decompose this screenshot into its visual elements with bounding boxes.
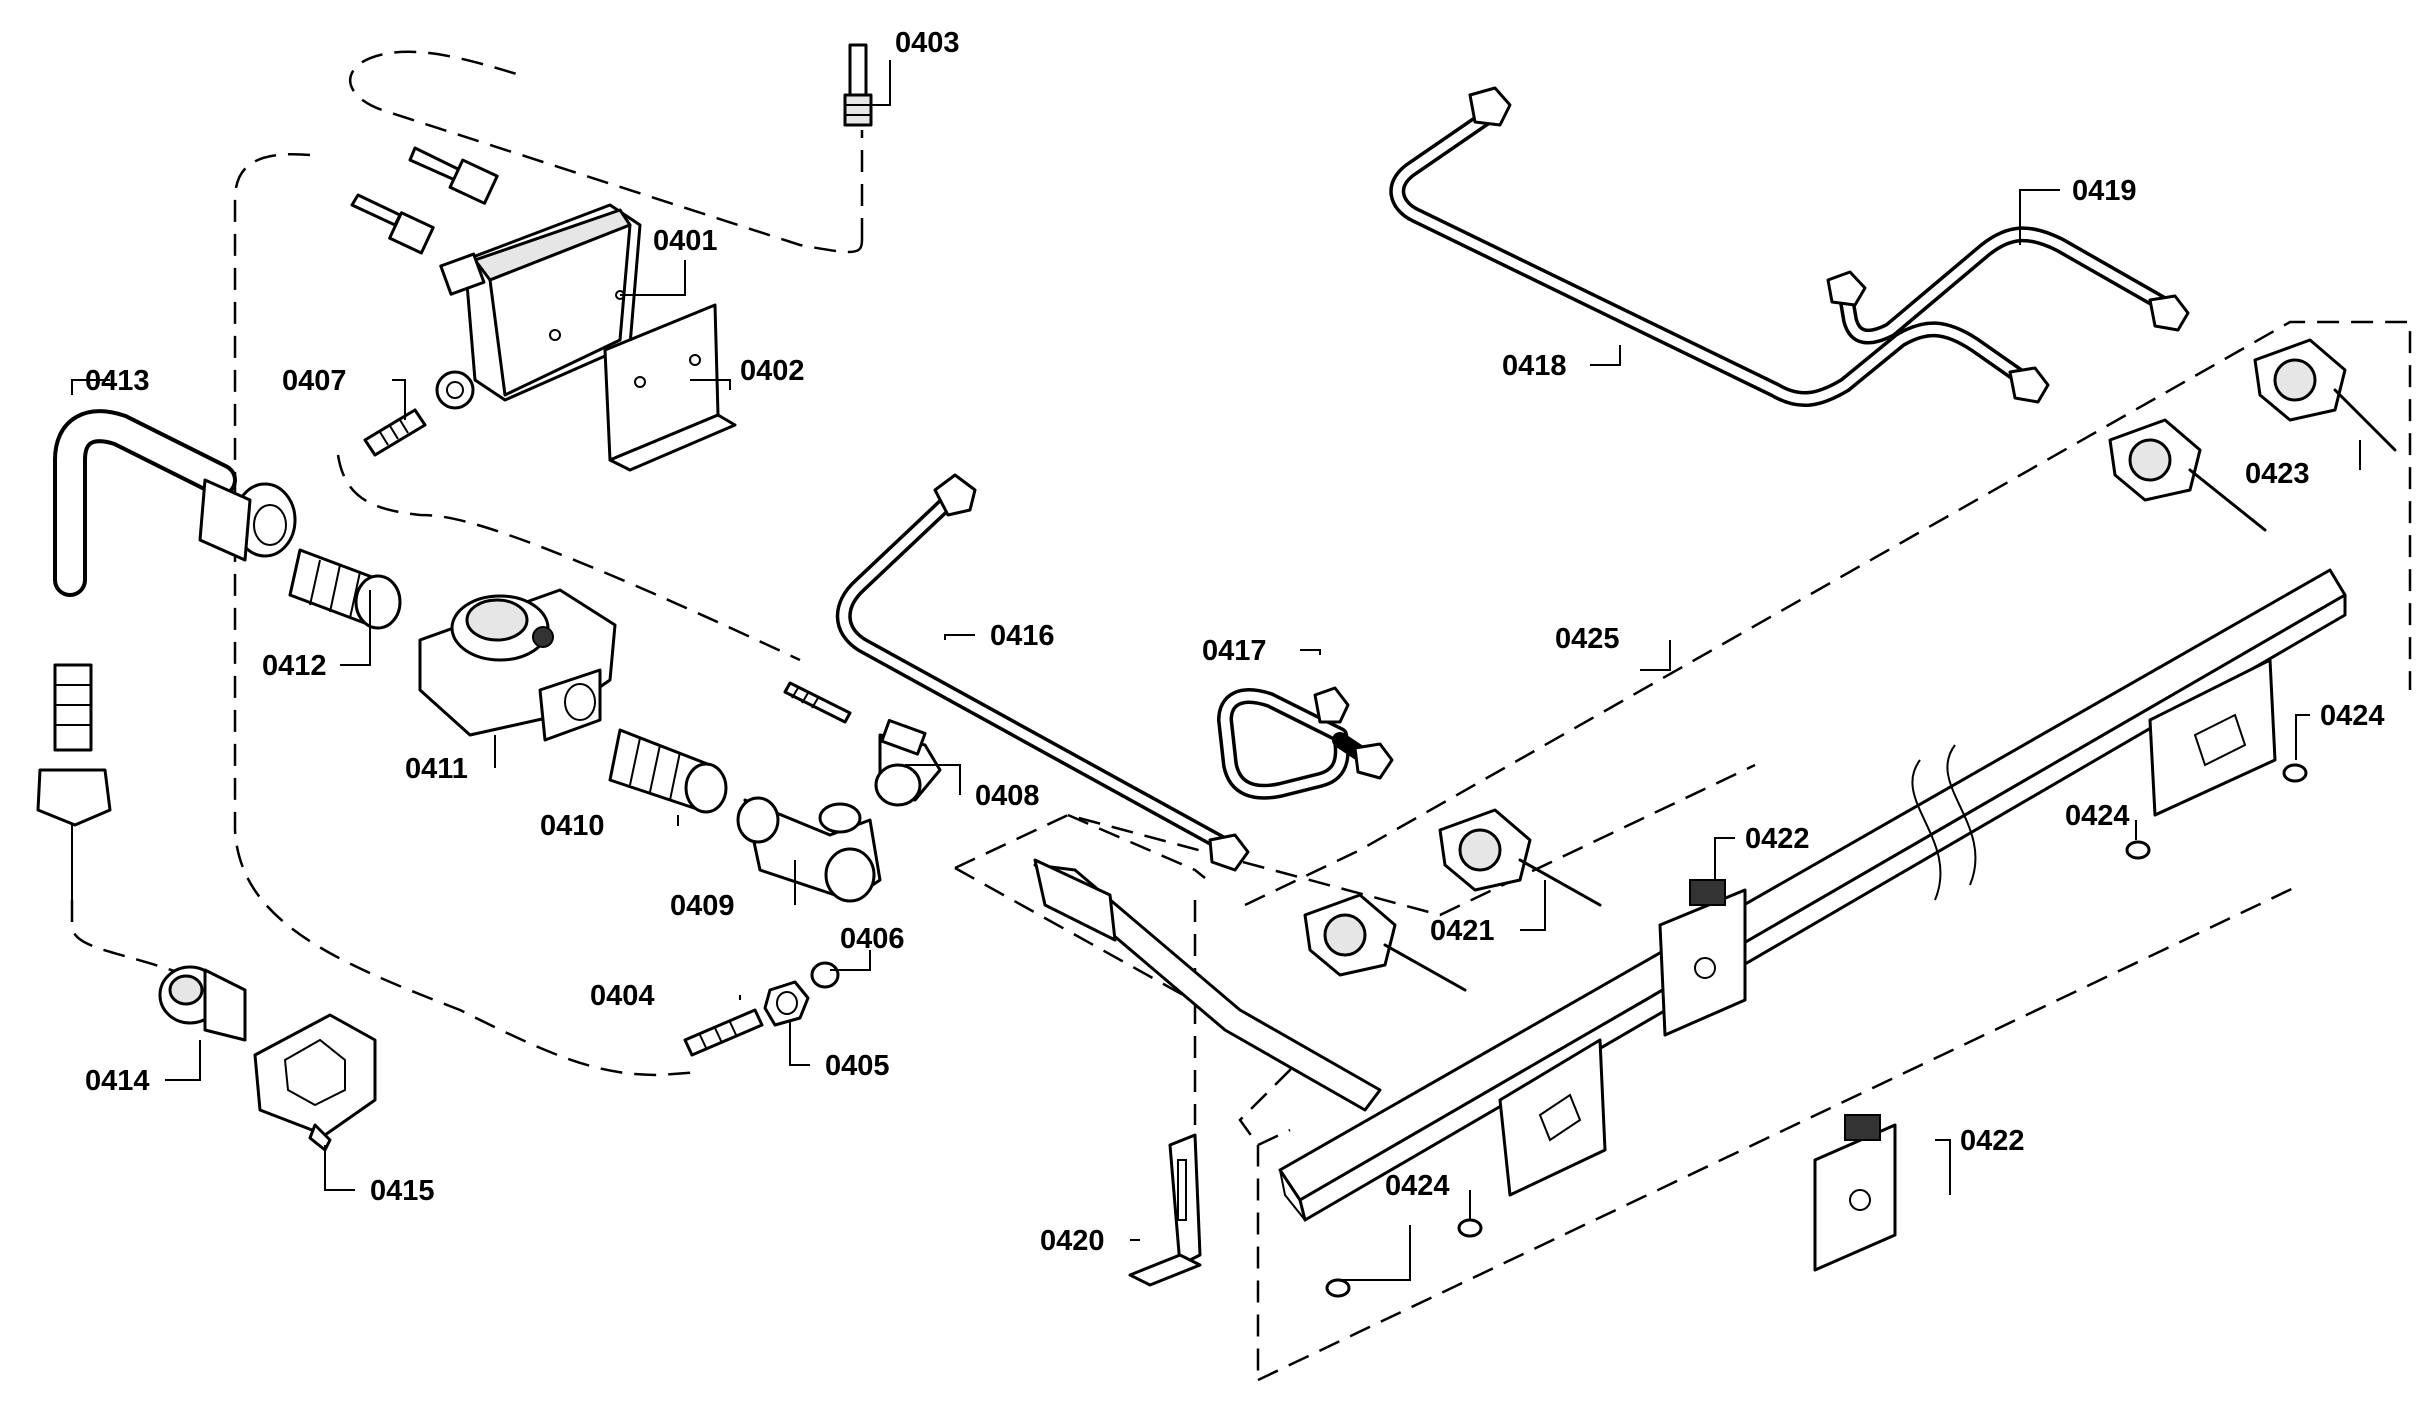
callout-0406: 0406 (840, 923, 905, 955)
leader-lines (71, 60, 2361, 1281)
callout-0408: 0408 (975, 780, 1040, 812)
callout-0419: 0419 (2072, 175, 2137, 207)
callout-0403: 0403 (895, 27, 960, 59)
callout-0421: 0421 (1430, 915, 1495, 947)
callout-0413: 0413 (85, 365, 150, 397)
callout-0424-middle: 0424 (2065, 800, 2130, 832)
callout-0407: 0407 (282, 365, 347, 397)
callout-0424-left: 0424 (1385, 1170, 1450, 1202)
burner-valve-part-0423 (2108, 338, 2397, 532)
nut-part-0405 (763, 980, 810, 1027)
callout-0409: 0409 (670, 890, 735, 922)
callout-0401: 0401 (653, 225, 718, 257)
callout-labels: 0403 0401 0402 0407 0413 0412 0411 0410 … (85, 27, 2385, 1257)
callout-0418: 0418 (1502, 350, 1567, 382)
callout-0416: 0416 (990, 620, 1055, 652)
callout-0422-lower: 0422 (1960, 1125, 2025, 1157)
fittings-regulator-top (350, 146, 499, 255)
flex-gas-line-part-0413 (36, 409, 297, 900)
tee-fitting-part-0409 (736, 796, 882, 903)
tube-part-0417 (1217, 686, 1394, 800)
bracket-part-0420 (1128, 1133, 1202, 1287)
callout-0415: 0415 (370, 1175, 435, 1207)
pressure-regulator-part-0411 (418, 588, 617, 742)
cap-part-0406 (810, 961, 840, 989)
callout-0402: 0402 (740, 355, 805, 387)
callout-0414: 0414 (85, 1065, 150, 1097)
callout-0404: 0404 (590, 980, 655, 1012)
callout-0422-upper: 0422 (1745, 823, 1810, 855)
callout-0405: 0405 (825, 1050, 890, 1082)
tube-part-0418 (1389, 86, 2050, 408)
nipple-part-0410 (608, 728, 728, 814)
fitting-part-0414 (158, 965, 247, 1042)
tube-part-0419 (1826, 226, 2190, 345)
bracket-part-0402 (603, 303, 737, 472)
grommet-parts-0424 (1325, 763, 2308, 1298)
safety-valve-part-0401 (435, 203, 642, 410)
pin-part (783, 681, 852, 724)
callout-0410: 0410 (540, 810, 605, 842)
ignition-module-part-0422 (1658, 879, 1897, 1272)
spring-part-0407 (363, 408, 427, 457)
callout-0417: 0417 (1202, 635, 1267, 667)
bracket-part-0415 (253, 1013, 377, 1152)
burner-valve-part-0421 (1303, 808, 1602, 992)
manifold-frame (1033, 568, 2347, 1222)
spring-part-0404 (683, 1008, 764, 1057)
callout-0420: 0420 (1040, 1225, 1105, 1257)
callout-0424-right: 0424 (2320, 700, 2385, 732)
callout-0425: 0425 (1555, 623, 1620, 655)
elbow-fitting-part-0408 (874, 718, 942, 807)
assembly-dashed-lines (70, 50, 2412, 1382)
connector-part-0403 (843, 43, 873, 127)
callout-0412: 0412 (262, 650, 327, 682)
nipple-part-0412 (288, 548, 402, 630)
callout-0411: 0411 (405, 753, 468, 785)
callout-0423: 0423 (2245, 458, 2310, 490)
tube-part-0416 (835, 473, 1250, 872)
